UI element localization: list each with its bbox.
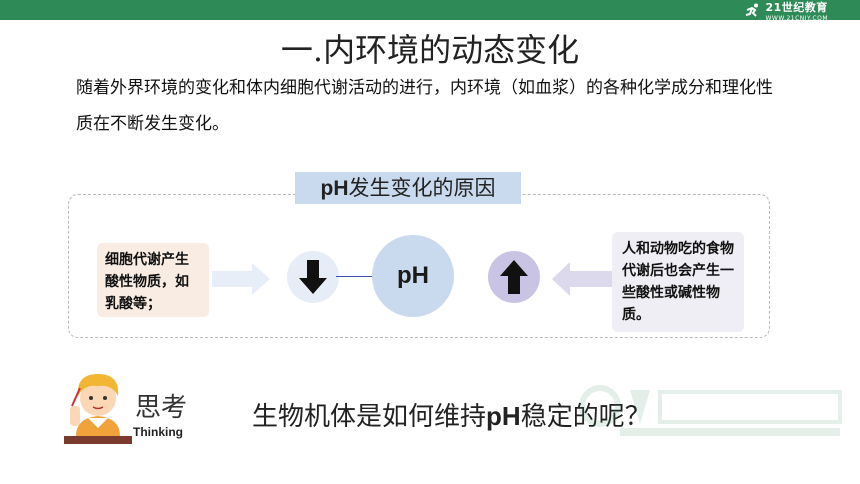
brand-logo: 21世纪教育 WWW.21CNJY.COM xyxy=(745,0,828,22)
right-pointing-arrow-icon xyxy=(212,263,270,295)
down-arrow-icon xyxy=(299,260,327,294)
slide-title: 一.内环境的动态变化 xyxy=(280,31,580,69)
connector-line xyxy=(336,276,374,277)
up-arrow-icon xyxy=(500,260,528,294)
watermark-logo xyxy=(579,385,842,436)
diagram-title-ph: pH xyxy=(320,177,349,200)
decrease-indicator xyxy=(287,251,339,303)
diagram-title: pH发生变化的原因 xyxy=(295,172,521,204)
logo-text: 21世纪教育 xyxy=(765,0,828,14)
question-ph: pH xyxy=(486,401,521,431)
left-cause-card: 细胞代谢产生酸性物质，如乳酸等； xyxy=(97,243,209,317)
logo-subtext: WWW.21CNJY.COM xyxy=(765,14,828,22)
diagram-title-rest: 发生变化的原因 xyxy=(348,176,496,200)
question-post: 稳定的呢？ xyxy=(520,402,651,432)
thinking-question: 生物机体是如何维持pH稳定的呢？ xyxy=(252,398,651,435)
thinking-label-en: Thinking xyxy=(133,425,183,439)
thinking-label: 思考 xyxy=(135,393,188,423)
top-bar: 21世纪教育 WWW.21CNJY.COM xyxy=(0,0,860,22)
question-pre: 生物机体是如何维持 xyxy=(252,402,487,432)
runner-icon xyxy=(746,3,759,17)
ph-circle: pH xyxy=(372,235,454,317)
increase-indicator xyxy=(488,251,540,303)
thinking-boy-icon xyxy=(64,374,132,444)
left-pointing-arrow-icon xyxy=(552,262,612,296)
right-cause-card: 人和动物吃的食物代谢后也会产生一些酸性或碱性物质。 xyxy=(612,232,744,332)
intro-paragraph: 随着外界环境的变化和体内细胞代谢活动的进行，内环境（如血浆）的各种化学成分和理化… xyxy=(76,78,773,134)
